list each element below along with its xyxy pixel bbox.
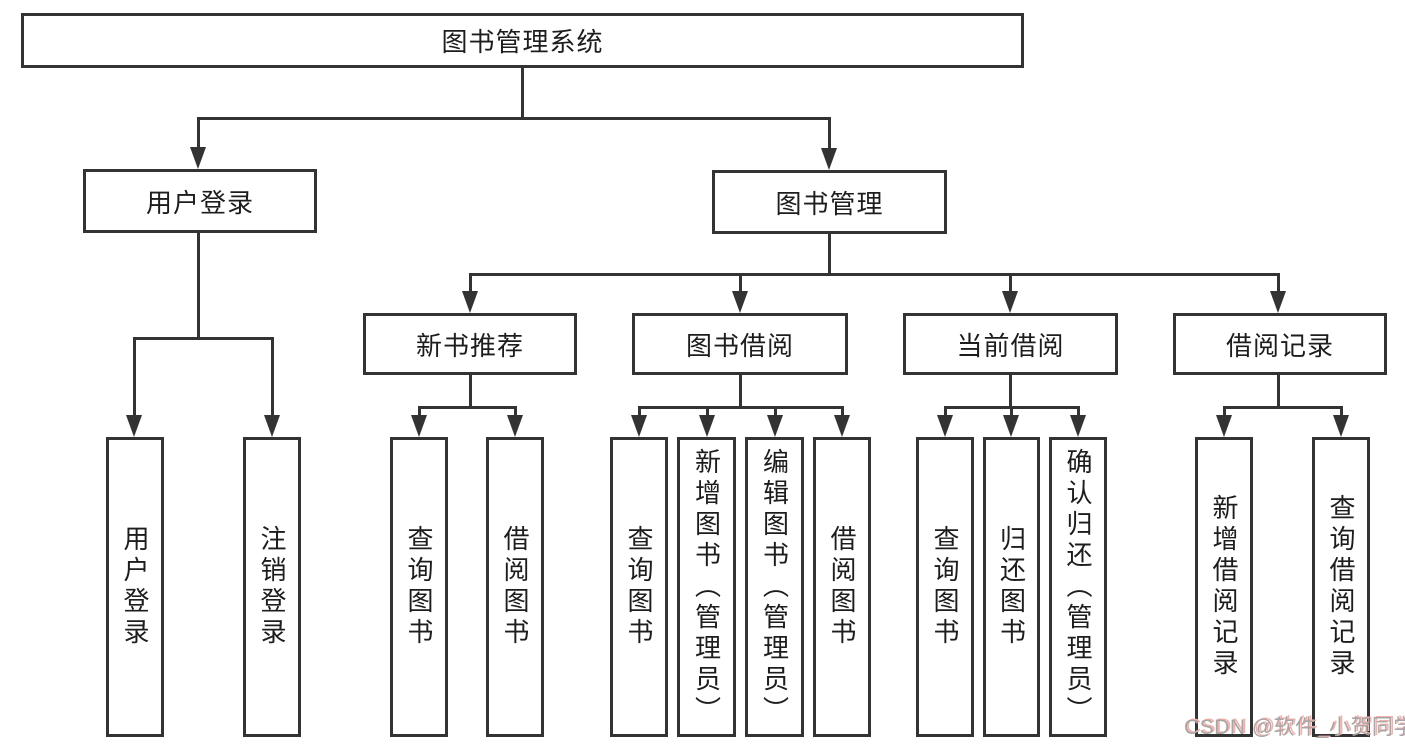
arrowhead-down [821, 148, 837, 170]
node-label: 借阅图书 [827, 525, 857, 649]
leaf-borrow-books: 借阅图书 [813, 437, 871, 737]
arrowhead-down [834, 415, 850, 437]
connector-vline [774, 406, 777, 420]
connector-vline [841, 406, 844, 420]
connector-vline [1077, 406, 1080, 420]
arrowhead-down [732, 291, 748, 313]
leaf-add-books-admin: 新增图书（管理员） [677, 437, 736, 737]
node-new-book-recommend: 新书推荐 [363, 313, 577, 375]
node-label: 图书借阅 [685, 330, 794, 361]
connector-hline [1223, 406, 1342, 409]
leaf-query-books-borrowing: 查询图书 [610, 437, 668, 737]
connector-vline [469, 374, 472, 409]
leaf-add-borrow-record: 新增借阅记录 [1195, 437, 1253, 737]
arrowhead-down [264, 415, 280, 437]
leaf-query-books-current: 查询图书 [916, 437, 974, 737]
node-label: 查询图书 [624, 525, 654, 649]
leaf-borrow-books-recommend: 借阅图书 [486, 437, 544, 737]
arrowhead-down [699, 415, 715, 437]
arrowhead-down [1216, 415, 1232, 437]
arrowhead-down [126, 415, 142, 437]
connector-vline [271, 337, 274, 420]
connector-vline [1010, 406, 1013, 420]
node-label: 借阅记录 [1225, 330, 1334, 361]
arrowhead-down [767, 415, 783, 437]
arrowhead-down [1003, 415, 1019, 437]
connector-vline [828, 117, 831, 151]
connector-vline [706, 406, 709, 420]
leaf-query-books-recommend: 查询图书 [390, 437, 448, 737]
node-label: 用户登录 [145, 187, 254, 218]
node-current-borrowing: 当前借阅 [903, 313, 1118, 375]
arrowhead-down [190, 147, 206, 169]
csdn-watermark: CSDN @软件_小贺同学 [1184, 716, 1405, 739]
node-label: 查询图书 [930, 525, 960, 649]
node-book-management: 图书管理 [712, 170, 947, 234]
connector-vline [1277, 273, 1280, 300]
connector-vline [1277, 374, 1280, 409]
arrowhead-down [1270, 291, 1286, 313]
node-label: 归还图书 [996, 525, 1027, 649]
connector-vline [197, 117, 200, 151]
node-root-library-system: 图书管理系统 [21, 13, 1024, 68]
connector-hline [197, 117, 831, 120]
connector-vline [739, 273, 742, 300]
leaf-query-borrow-record: 查询借阅记录 [1312, 437, 1370, 737]
node-book-borrowing: 图书借阅 [632, 313, 848, 375]
node-label: 注销登录 [257, 525, 287, 649]
arrowhead-down [411, 415, 427, 437]
leaf-user-login: 用户登录 [106, 437, 164, 737]
node-label: 编辑图书（管理员） [759, 447, 790, 727]
connector-vline [638, 406, 641, 420]
connector-vline [418, 406, 421, 420]
connector-hline [638, 406, 843, 409]
arrowhead-down [1070, 415, 1086, 437]
arrowhead-down [937, 415, 953, 437]
connector-hline [418, 406, 517, 409]
leaf-edit-books-admin: 编辑图书（管理员） [745, 437, 804, 737]
connector-vline [469, 273, 472, 300]
connector-vline [1223, 406, 1226, 420]
node-label: 新书推荐 [415, 330, 524, 361]
arrowhead-down [1333, 415, 1349, 437]
connector-vline [133, 337, 136, 420]
arrowhead-down [1002, 291, 1018, 313]
connector-vline [739, 374, 742, 409]
node-label: 借阅图书 [500, 525, 530, 649]
node-label: 确认归还（管理员） [1063, 447, 1093, 727]
connector-hline [133, 337, 274, 340]
connector-vline [1340, 406, 1343, 420]
node-user-login: 用户登录 [83, 169, 317, 233]
leaf-logout: 注销登录 [243, 437, 301, 737]
node-label: 图书管理 [775, 188, 884, 219]
node-label: 查询图书 [404, 525, 434, 649]
connector-hline [469, 273, 1280, 276]
leaf-confirm-return-admin: 确认归还（管理员） [1049, 437, 1107, 737]
connector-vline [944, 406, 947, 420]
node-label: 用户登录 [120, 525, 150, 649]
connector-vline [514, 406, 517, 420]
connector-vline [828, 234, 831, 276]
connector-vline [1009, 273, 1012, 300]
connector-vline [1009, 374, 1012, 409]
connector-vline [521, 68, 524, 120]
leaf-return-books: 归还图书 [983, 437, 1040, 737]
arrowhead-down [462, 291, 478, 313]
arrowhead-down [631, 415, 647, 437]
node-borrowing-records: 借阅记录 [1173, 313, 1387, 375]
arrowhead-down [507, 415, 523, 437]
connector-vline [197, 233, 200, 340]
node-label: 当前借阅 [956, 330, 1065, 361]
node-label: 图书管理系统 [441, 27, 604, 57]
node-label: 新增借阅记录 [1209, 494, 1239, 680]
node-label: 新增图书（管理员） [691, 447, 722, 727]
node-label: 查询借阅记录 [1326, 494, 1356, 680]
